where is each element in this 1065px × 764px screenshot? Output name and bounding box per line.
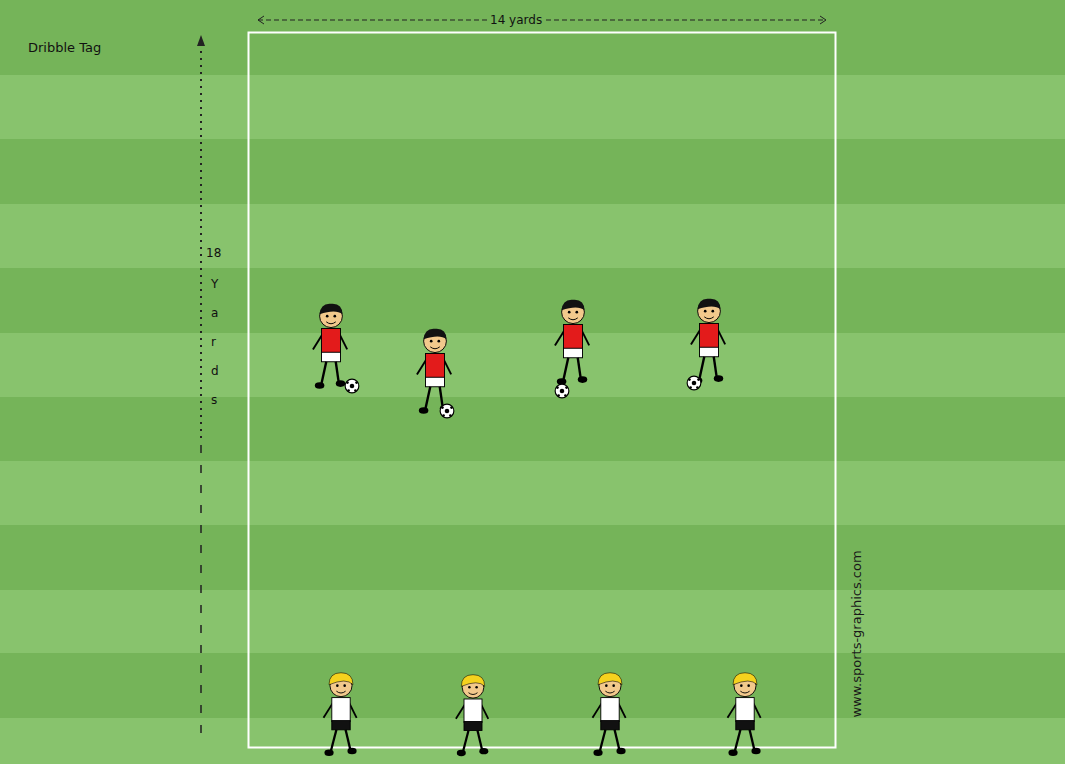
height-dimension	[197, 35, 205, 745]
height-number: 18	[206, 246, 221, 260]
width-dimension-label: 14 yards	[488, 13, 544, 27]
watermark: www.sports-graphics.com	[850, 550, 864, 717]
white-players	[324, 673, 761, 756]
pitch-outline	[249, 33, 836, 748]
height-unit: Yards	[211, 270, 223, 415]
red-players	[313, 299, 725, 418]
diagram-title: Dribble Tag	[28, 40, 101, 56]
